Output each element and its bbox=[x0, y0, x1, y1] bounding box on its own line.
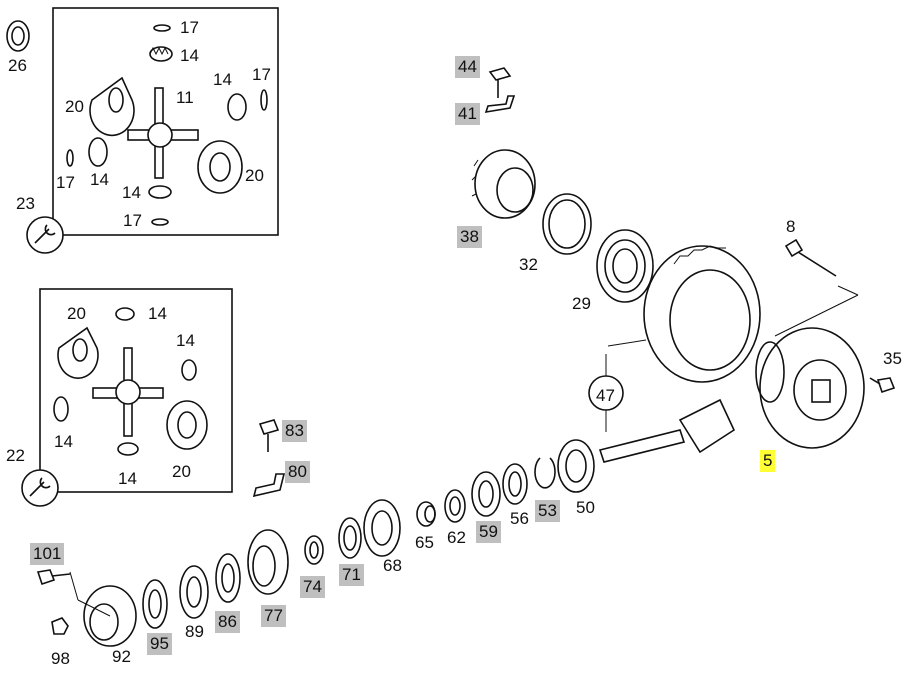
label-86[interactable]: 86 bbox=[215, 611, 240, 633]
label-83[interactable]: 83 bbox=[282, 420, 307, 442]
part-68-bearing bbox=[363, 499, 401, 557]
label-56[interactable]: 56 bbox=[510, 509, 529, 528]
part-29-bearing bbox=[596, 229, 654, 303]
label-68[interactable]: 68 bbox=[383, 556, 402, 575]
part-8-bolt bbox=[774, 238, 859, 337]
label-59[interactable]: 59 bbox=[476, 521, 501, 543]
label-17[interactable]: 17 bbox=[252, 65, 271, 84]
label-38[interactable]: 38 bbox=[457, 226, 482, 248]
part-5-housing bbox=[755, 327, 865, 449]
part-35-bolt bbox=[869, 377, 896, 394]
label-92[interactable]: 92 bbox=[112, 647, 131, 666]
label-17[interactable]: 17 bbox=[180, 18, 199, 37]
part-38-bearing-nut bbox=[471, 149, 536, 219]
label-14[interactable]: 14 bbox=[176, 331, 195, 350]
label-14[interactable]: 14 bbox=[90, 170, 109, 189]
label-101[interactable]: 101 bbox=[30, 543, 65, 565]
label-14[interactable]: 14 bbox=[54, 432, 73, 451]
part-53-circlip bbox=[534, 457, 556, 489]
label-44[interactable]: 44 bbox=[455, 56, 480, 78]
label-23[interactable]: 23 bbox=[16, 194, 35, 213]
label-41[interactable]: 41 bbox=[455, 103, 480, 125]
box2-parts bbox=[53, 307, 208, 456]
differential-kit-box-1 bbox=[52, 7, 279, 236]
wrench-icon bbox=[21, 469, 59, 507]
part-101-bolt bbox=[36, 569, 111, 617]
part-50-bearing bbox=[557, 439, 595, 493]
label-14[interactable]: 14 bbox=[122, 183, 141, 202]
part-59-bearing bbox=[471, 471, 501, 517]
ring-gear bbox=[643, 245, 761, 383]
label-17[interactable]: 17 bbox=[56, 173, 75, 192]
part-98-nut bbox=[51, 617, 69, 635]
part-47-pinion bbox=[588, 339, 736, 463]
label-71[interactable]: 71 bbox=[339, 564, 364, 586]
part-77-nut bbox=[247, 529, 289, 595]
part-56-ring bbox=[502, 463, 528, 505]
part-26-washer bbox=[6, 20, 30, 52]
box1-parts bbox=[66, 24, 268, 226]
label-74[interactable]: 74 bbox=[300, 576, 325, 598]
label-14[interactable]: 14 bbox=[213, 70, 232, 89]
label-14[interactable]: 14 bbox=[118, 469, 137, 488]
part-83-bolt bbox=[258, 419, 280, 452]
label-98[interactable]: 98 bbox=[51, 649, 70, 668]
wrench-icon bbox=[26, 216, 64, 254]
label-14[interactable]: 14 bbox=[180, 46, 199, 65]
part-86-ring bbox=[215, 553, 241, 603]
part-65-sleeve bbox=[416, 501, 436, 527]
part-71-ring bbox=[338, 517, 362, 559]
label-20[interactable]: 20 bbox=[65, 97, 84, 116]
label-5[interactable]: 5 bbox=[760, 450, 776, 472]
part-62-ring bbox=[444, 489, 466, 523]
label-22[interactable]: 22 bbox=[6, 446, 25, 465]
label-29[interactable]: 29 bbox=[572, 294, 591, 313]
label-14[interactable]: 14 bbox=[148, 304, 167, 323]
label-53[interactable]: 53 bbox=[535, 500, 560, 522]
label-35[interactable]: 35 bbox=[883, 349, 902, 368]
part-89-ring bbox=[179, 565, 209, 619]
differential-kit-box-2 bbox=[39, 288, 233, 493]
label-8[interactable]: 8 bbox=[786, 217, 796, 236]
label-62[interactable]: 62 bbox=[447, 528, 466, 547]
label-50[interactable]: 50 bbox=[576, 498, 595, 517]
part-95-seal bbox=[142, 579, 168, 629]
label-65[interactable]: 65 bbox=[415, 533, 434, 552]
label-17[interactable]: 17 bbox=[123, 211, 142, 230]
part-80-bracket bbox=[252, 473, 286, 498]
label-20[interactable]: 20 bbox=[245, 166, 264, 185]
part-74-ring bbox=[304, 535, 324, 565]
label-32[interactable]: 32 bbox=[519, 255, 538, 274]
label-20[interactable]: 20 bbox=[67, 304, 86, 323]
label-77[interactable]: 77 bbox=[261, 605, 286, 627]
part-41-bracket bbox=[484, 95, 516, 114]
label-80[interactable]: 80 bbox=[285, 461, 310, 483]
label-11[interactable]: 11 bbox=[176, 88, 194, 107]
label-20[interactable]: 20 bbox=[172, 462, 191, 481]
part-32-ring bbox=[542, 193, 592, 255]
label-26[interactable]: 26 bbox=[8, 56, 27, 75]
label-95[interactable]: 95 bbox=[147, 633, 172, 655]
label-47[interactable]: 47 bbox=[596, 386, 615, 405]
label-89[interactable]: 89 bbox=[185, 622, 204, 641]
part-44-bolt bbox=[488, 67, 512, 98]
